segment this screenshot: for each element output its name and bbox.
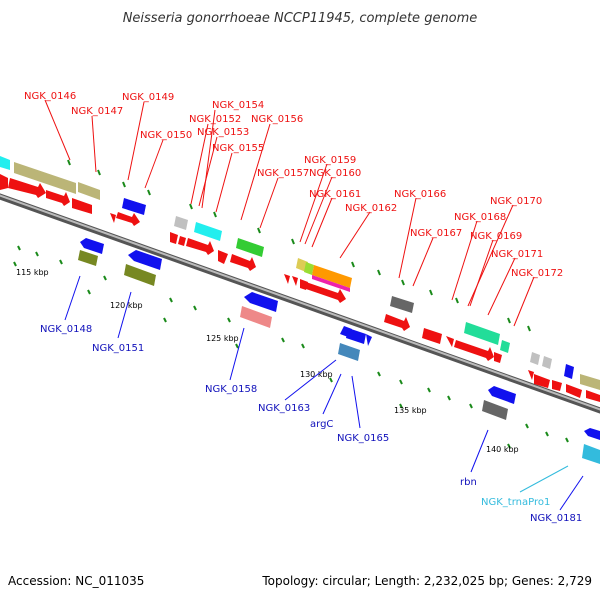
gene-label: NGK_0148	[40, 324, 92, 335]
gene-label: NGK_0155	[212, 143, 264, 154]
gene-label: NGK_0181	[530, 513, 582, 524]
gene-label: NGK_0171	[491, 249, 543, 260]
gene-label: NGK_0154	[212, 100, 264, 111]
gene-label: NGK_0151	[92, 343, 144, 354]
gene-label: NGK_0152	[189, 114, 241, 125]
gene-label: rbn	[460, 477, 477, 488]
topology-text: Topology: circular; Length: 2,232,025 bp…	[261, 574, 592, 588]
forward-labels: NGK_0146 NGK_0147 NGK_0149 NGK_0150 NGK_…	[24, 91, 563, 279]
gene-label: NGK_0150	[140, 130, 192, 141]
map-title: Neisseria gonorrhoeae NCCP11945, complet…	[123, 11, 478, 26]
forward-gene-row	[0, 174, 600, 402]
scale-labels: 115 kbp 120 kbp 125 kbp 130 kbp 135 kbp …	[16, 268, 519, 454]
gene-label: NGK_0158	[205, 384, 257, 395]
backbone	[0, 193, 600, 414]
scale-tick: 115 kbp	[16, 268, 49, 277]
gene-label: NGK_0172	[511, 268, 563, 279]
scale-tick: 130 kbp	[300, 370, 333, 379]
gene-label: NGK_0165	[337, 433, 389, 444]
gene-label: NGK_0156	[251, 114, 303, 125]
gene-label: NGK_trnaPro1	[481, 497, 550, 508]
gene-label: NGK_0149	[122, 92, 174, 103]
gene-label: NGK_0167	[410, 228, 462, 239]
gene-label: NGK_0166	[394, 189, 446, 200]
gene-label: NGK_0153	[197, 127, 249, 138]
reverse-labels: NGK_0148 NGK_0151 NGK_0158 NGK_0163 argC…	[40, 324, 582, 524]
gene-label: NGK_0169	[470, 231, 522, 242]
gene-label: NGK_0162	[345, 203, 397, 214]
gene-label: NGK_0146	[24, 91, 76, 102]
gene-label: NGK_0161	[309, 189, 361, 200]
accession-text: Accession: NC_011035	[8, 574, 144, 588]
gene-label: NGK_0168	[454, 212, 506, 223]
gene-label: NGK_0163	[258, 403, 310, 414]
lane-dots	[13, 159, 569, 449]
scale-tick: 135 kbp	[394, 406, 427, 415]
feature-blocks	[0, 156, 600, 390]
gene-label: NGK_0170	[490, 196, 542, 207]
scale-tick: 140 kbp	[486, 445, 519, 454]
scale-tick: 120 kbp	[110, 301, 143, 310]
forward-leaders	[44, 99, 535, 327]
gene-label: argC	[310, 419, 333, 430]
gene-label: NGK_0157	[257, 168, 309, 179]
gene-label: NGK_0160	[309, 168, 361, 179]
scale-tick: 125 kbp	[206, 334, 239, 343]
reverse-gene-row	[78, 238, 600, 464]
gene-label: NGK_0159	[304, 155, 356, 166]
gene-label: NGK_0147	[71, 106, 123, 117]
reverse-leaders	[64, 275, 584, 511]
